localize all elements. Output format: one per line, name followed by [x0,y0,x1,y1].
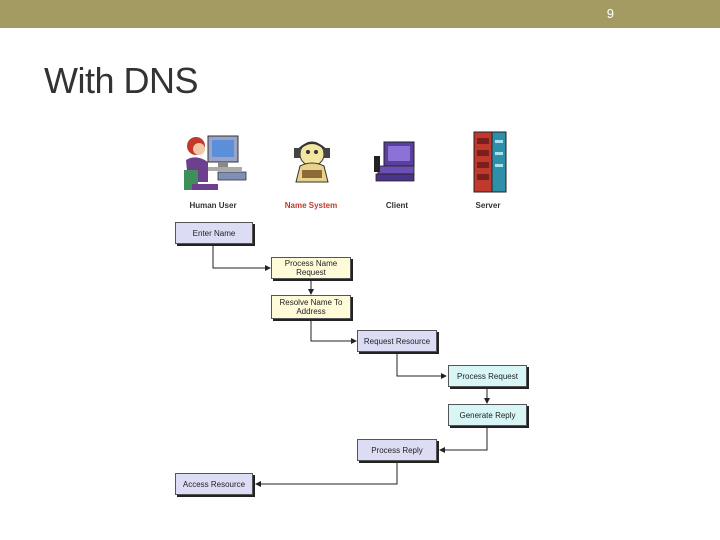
computer-user-icon [184,135,247,190]
client-computer-icon [374,141,415,182]
actor-label-name-system: Name System [284,201,338,210]
server-rack-icon [473,131,507,193]
step-process-reply: Process Reply [357,439,437,461]
connector-enter-to-process [212,245,271,271]
connector-request-to-process-request [396,352,447,379]
header-bar: 9 [0,0,720,28]
actor-label-server: Server [475,201,501,210]
step-resolve-name-to-address: Resolve Name To Address [271,295,351,319]
actor-label-client: Client [385,201,409,210]
slide-title: With DNS [44,60,199,101]
connector-reply-to-access [255,462,398,487]
step-access-resource: Access Resource [175,473,253,495]
step-enter-name: Enter Name [175,222,253,244]
step-request-resource: Request Resource [357,330,437,352]
slide-number: 9 [606,6,614,21]
step-process-name-request: Process Name Request [271,257,351,279]
step-process-request: Process Request [448,365,527,387]
connector-resolve-to-request [310,319,357,344]
name-system-icon [294,141,330,183]
step-generate-reply: Generate Reply [448,404,527,426]
actor-label-human-user: Human User [189,201,237,210]
connector-generate-to-reply [439,427,488,453]
